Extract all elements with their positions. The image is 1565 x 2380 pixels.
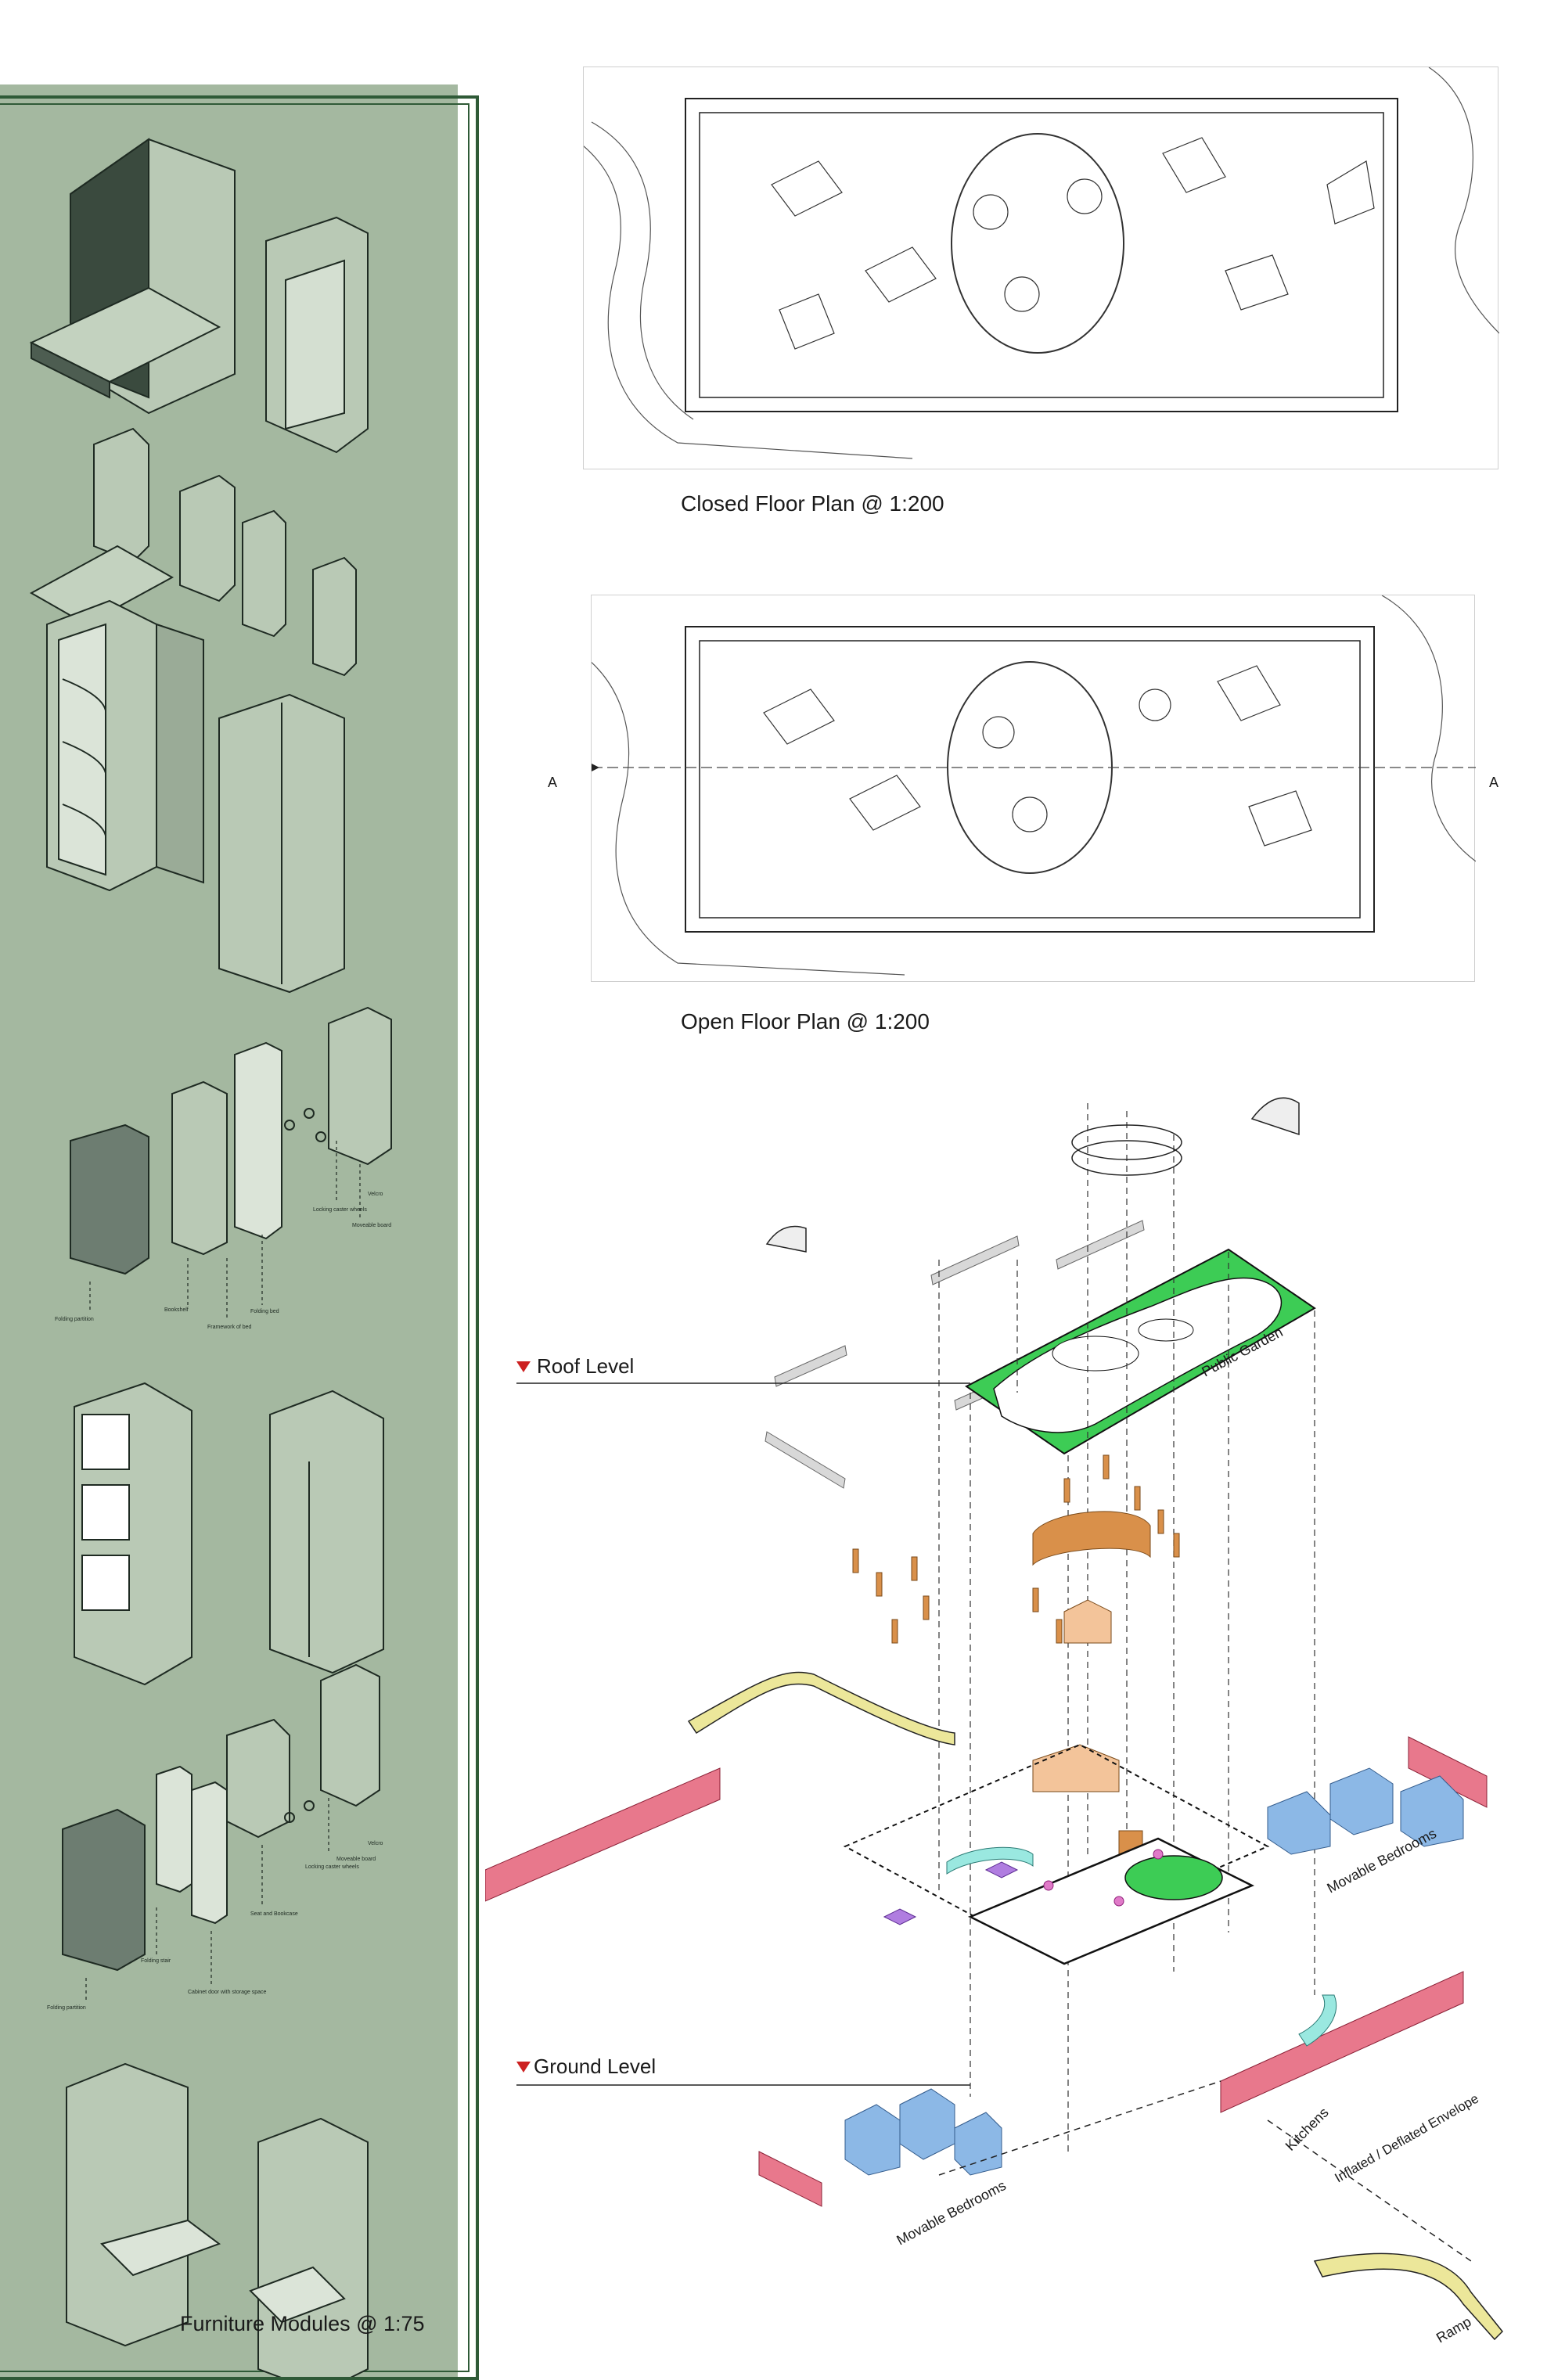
exploded-b-label-1: Folding partition bbox=[47, 2005, 86, 2011]
open-floor-plan bbox=[575, 595, 1477, 982]
exploded-a-label-2: Bookshelf bbox=[164, 1307, 189, 1313]
movable-bedrooms-label-right: Movable Bedrooms bbox=[1324, 1825, 1438, 1896]
roof-level-marker-icon bbox=[516, 1361, 531, 1372]
roof-level-label: Roof Level bbox=[537, 1354, 634, 1378]
exploded-b-label-5: Locking caster wheels bbox=[305, 1864, 359, 1870]
exploded-b-label-4: Seat and Bookcase bbox=[250, 1911, 298, 1917]
exploded-axonometric: Roof Level Ground Level Public Garden Mo… bbox=[485, 1097, 1504, 2346]
module-exploded-a bbox=[70, 1006, 392, 1321]
section-marker-left: A bbox=[548, 775, 558, 790]
exploded-b-label-2: Folding stair bbox=[141, 1958, 171, 1964]
module-curved-shelving bbox=[46, 599, 345, 994]
ground-level-label: Ground Level bbox=[534, 2055, 656, 2078]
envelope-label: Inflated / Deflated Envelope bbox=[1333, 2091, 1481, 2186]
closed-plan-drawing bbox=[559, 67, 1500, 459]
exploded-a-label-3: Framework of bed bbox=[207, 1325, 252, 1330]
furniture-drawings: Folding partition Bookshelf Framework of… bbox=[29, 138, 392, 2377]
closed-plan-caption: Closed Floor Plan @ 1:200 bbox=[681, 491, 944, 516]
exploded-b-label-3: Cabinet door with storage space bbox=[188, 1990, 266, 1995]
exploded-a-label-4: Folding bed bbox=[250, 1309, 279, 1314]
exploded-a-label-5: Locking caster wheels bbox=[313, 1207, 367, 1213]
open-plan-caption: Open Floor Plan @ 1:200 bbox=[681, 1009, 930, 1034]
panel-frame-inner bbox=[0, 103, 470, 2372]
panel-frame-outer bbox=[0, 95, 479, 2380]
open-plan-drawing bbox=[575, 595, 1477, 976]
ground-level-marker-icon bbox=[516, 2062, 531, 2073]
roof-garden-slab bbox=[965, 1248, 1316, 1455]
exploded-b-label-6: Moveable board bbox=[336, 1857, 376, 1862]
furniture-caption: Furniture Modules @ 1:75 bbox=[180, 2312, 425, 2335]
exploded-a-label-6: Moveable board bbox=[352, 1223, 391, 1228]
ground-level-slab bbox=[843, 1743, 1270, 1965]
movable-bedrooms bbox=[844, 1767, 1464, 2176]
ramp-label: Ramp bbox=[1434, 2313, 1474, 2346]
module-unfolding-sequence bbox=[29, 427, 357, 677]
ramp-upper bbox=[687, 1671, 955, 1745]
exploded-b-label-7: Velcro bbox=[368, 1841, 383, 1846]
kitchens-label: Kitchens bbox=[1283, 2105, 1332, 2154]
module-bed-partition bbox=[29, 138, 369, 454]
kitchens bbox=[946, 1846, 1337, 2047]
movable-bedrooms-label-left: Movable Bedrooms bbox=[894, 2177, 1008, 2248]
exploded-a-label-1: Folding partition bbox=[55, 1317, 94, 1322]
module-exploded-b bbox=[62, 1663, 380, 2001]
module-desk-seat bbox=[66, 2062, 369, 2377]
ramp-lower bbox=[1313, 2252, 1504, 2341]
module-grid-cabinets bbox=[74, 1382, 384, 1686]
section-marker-right: A bbox=[1489, 775, 1499, 790]
exploded-a-label-7: Velcro bbox=[368, 1192, 383, 1197]
closed-floor-plan bbox=[559, 67, 1500, 469]
envelope-panels bbox=[485, 1736, 1488, 2207]
